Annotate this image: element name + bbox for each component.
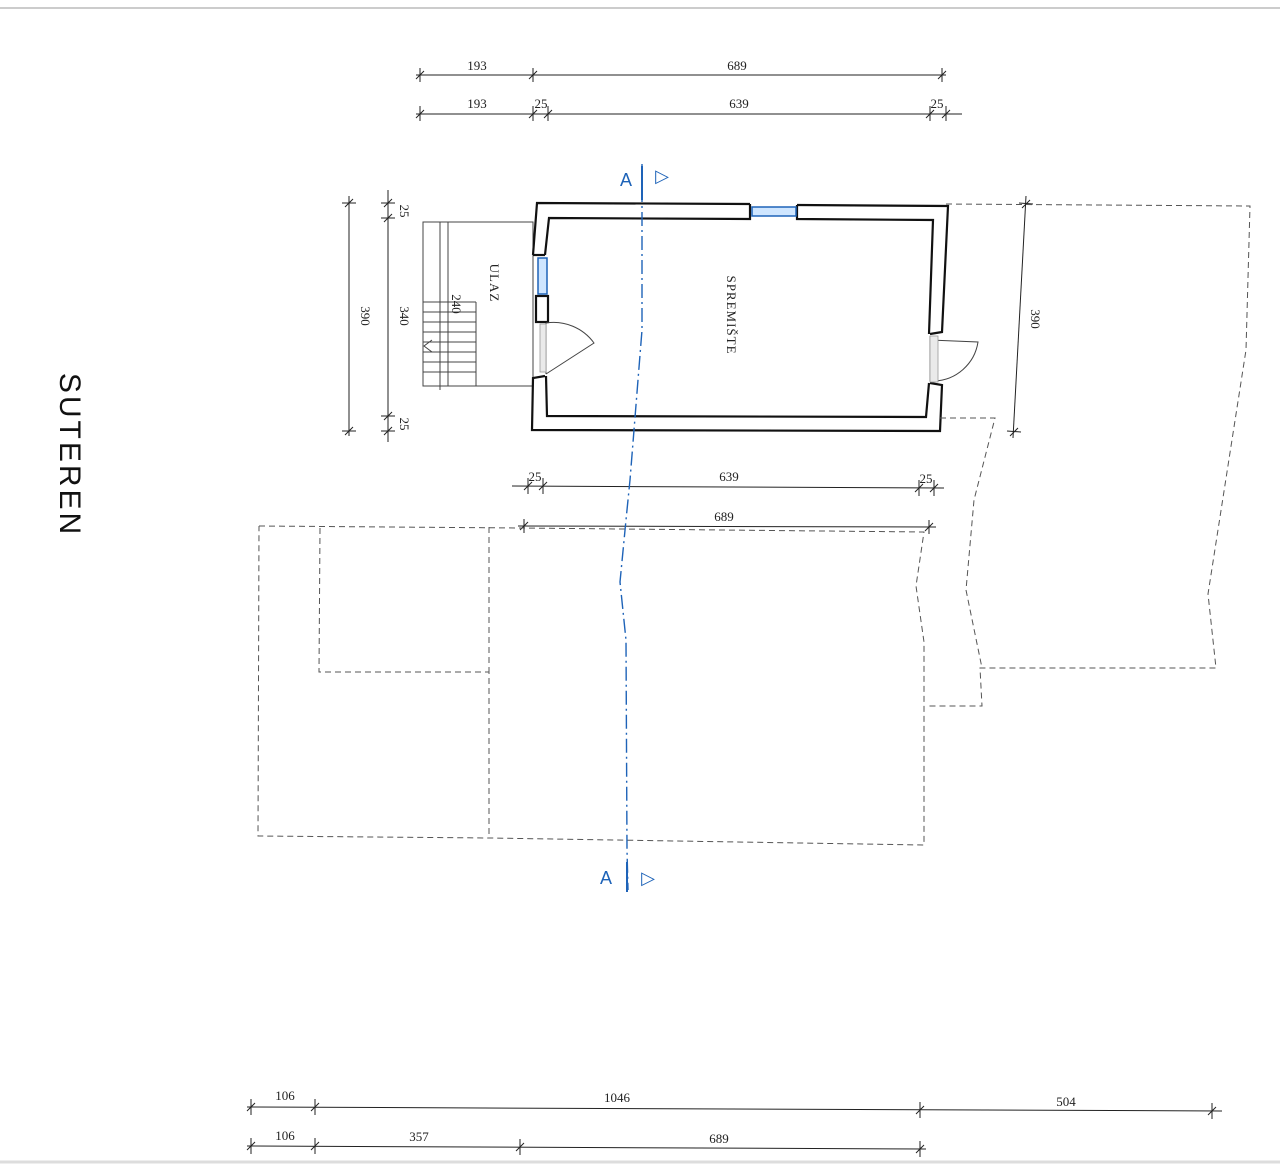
- dim-bottom1-106: 106: [275, 1088, 295, 1103]
- dim-stair-240: 240: [449, 294, 464, 314]
- dim-bottom1-1046: 1046: [604, 1090, 631, 1105]
- dim-top2-639: 639: [729, 96, 749, 111]
- dim-left-390: 390: [358, 306, 373, 326]
- left-dimensions: 390 340 25 25: [342, 190, 412, 442]
- dim-bottom2-357: 357: [409, 1129, 429, 1144]
- dim-top2-25b: 25: [931, 96, 944, 111]
- below-room-dimensions-row1: 25 639 25: [511, 469, 945, 496]
- dim-bottom2-689: 689: [709, 1131, 729, 1146]
- right-dimension: 390: [1006, 195, 1043, 439]
- dashed-outline-right: [926, 203, 1251, 707]
- dim-top1-689: 689: [727, 58, 747, 73]
- bottom-dimensions-row2: 106 357 689: [246, 1128, 927, 1157]
- top-dimensions-row2: 193 25 639 25: [415, 96, 962, 121]
- dim-top2-193: 193: [467, 96, 487, 111]
- dim-left-25-bottom: 25: [397, 418, 412, 431]
- dashed-outline-main: [257, 525, 925, 846]
- plan-title: SUTEREN: [53, 373, 86, 537]
- top-dimensions-row1: 193 689: [415, 58, 947, 82]
- dim-top2-25a: 25: [535, 96, 548, 111]
- dim-bottom1-504: 504: [1056, 1094, 1076, 1109]
- bottom-dimensions-row1: 106 1046 504: [246, 1088, 1223, 1119]
- section-label-top: A: [620, 170, 632, 190]
- dim-left-340: 340: [397, 306, 412, 326]
- dim-left-25-top: 25: [397, 205, 412, 218]
- section-marker-top: ▷: [655, 166, 669, 186]
- dim-below-639: 639: [719, 469, 739, 484]
- room-walls: [530, 201, 950, 433]
- room-label-storage: SPREMIŠTE: [724, 275, 739, 354]
- entrance-stairs: 240: [422, 221, 534, 390]
- room-label-entrance: ULAZ: [487, 264, 502, 303]
- dim-below-25a: 25: [529, 469, 542, 484]
- window-left: [537, 257, 548, 295]
- dim-below-25b: 25: [920, 471, 933, 486]
- door-right: [929, 335, 979, 383]
- dim-below2-689: 689: [714, 509, 734, 524]
- dim-bottom2-106: 106: [275, 1128, 295, 1143]
- dim-right-390: 390: [1028, 309, 1043, 329]
- window-top: [751, 206, 797, 217]
- section-line-a-a: A ▷ A ▷: [600, 164, 669, 892]
- below-room-dimensions-row2: 689: [517, 509, 937, 534]
- door-left: [539, 321, 595, 375]
- section-marker-bottom: ▷: [641, 868, 655, 888]
- section-label-bottom: A: [600, 868, 612, 888]
- dim-top1-193: 193: [467, 58, 487, 73]
